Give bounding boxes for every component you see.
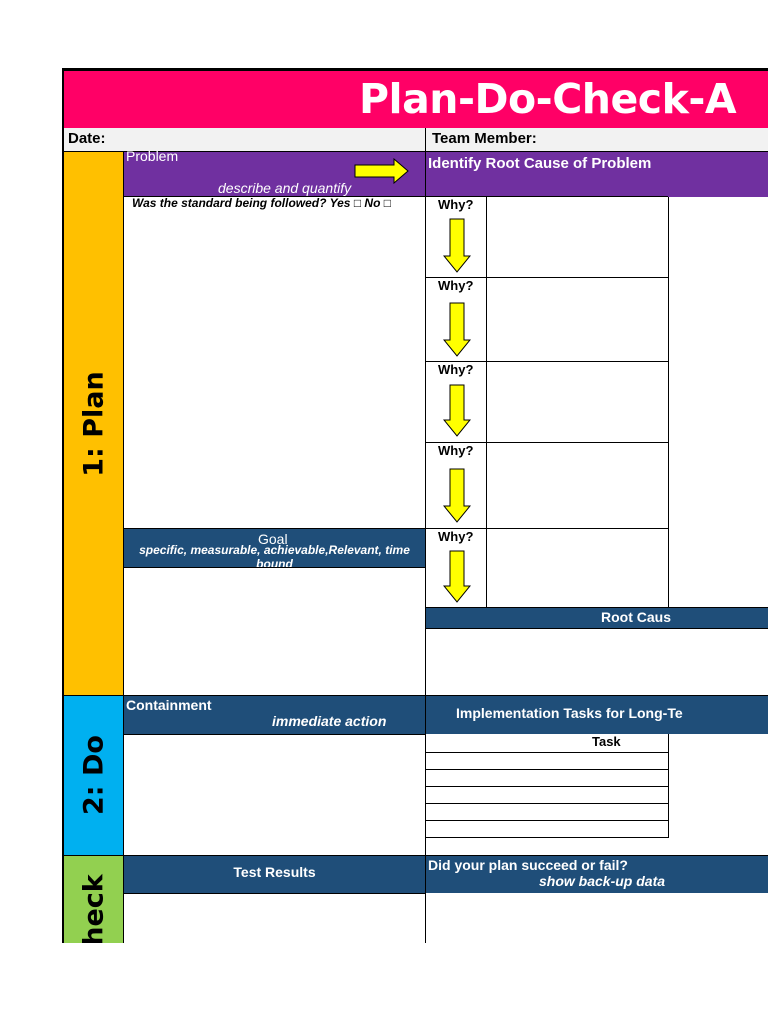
arrow-down-icon [443,384,471,437]
implementation-header: Implementation Tasks for Long-Te [426,696,768,734]
containment-label: Containment [126,697,212,713]
why-label-5: Why? [438,529,474,544]
plan-result-question: Did your plan succeed or fail? [428,857,628,873]
test-results-label: Test Results [233,864,316,880]
plan-result-header: Did your plan succeed or fail? show back… [426,856,768,893]
containment-header: Containment immediate action [124,696,425,734]
problem-label: Problem [126,148,179,164]
arrow-down-icon [443,468,471,523]
why-label-1: Why? [438,197,474,212]
problem-header: Problem describe and quantify [124,148,425,197]
arrow-down-icon [443,550,471,603]
why-label-2: Why? [438,278,474,293]
title-bar: Plan-Do-Check-A [62,68,768,128]
root-cause-header-label: Identify Root Cause of Problem [428,155,652,172]
implementation-label: Implementation Tasks for Long-Te [456,705,683,721]
root-cause-header: Identify Root Cause of Problem [426,152,768,197]
phase-do-strip: 2: Do [64,695,124,855]
phase-do-label: 2: Do [78,735,110,815]
problem-subtitle: describe and quantify [218,180,352,196]
phase-plan-strip: 1: Plan [64,152,124,695]
team-member-label: Team Member: [432,130,537,147]
standard-question: Was the standard being followed? Yes □ N… [132,196,391,210]
header-row: Date: Team Member: [62,128,768,152]
task-column-header: Task [592,734,621,749]
why-label-3: Why? [438,362,474,377]
goal-label: Goal [258,531,288,547]
arrow-down-icon [443,302,471,357]
phase-check-strip: heck [64,855,124,943]
date-label: Date: [68,130,106,147]
page-title: Plan-Do-Check-A [359,75,737,123]
phase-plan-label: 1: Plan [78,370,110,477]
arrow-right-icon [354,158,409,184]
goal-header: Goal specific, measurable, achievable,Re… [124,528,425,568]
root-cause-bar: Root Caus [426,607,768,629]
why-label-4: Why? [438,443,474,458]
root-cause-label: Root Caus [601,609,671,625]
arrow-down-icon [443,218,471,273]
phase-check-label: heck [78,873,110,943]
goal-subtitle: specific, measurable, achievable,Relevan… [139,543,410,568]
containment-subtitle: immediate action [272,713,387,729]
test-results-header: Test Results [124,856,425,893]
plan-result-subtitle: show back-up data [539,873,666,889]
